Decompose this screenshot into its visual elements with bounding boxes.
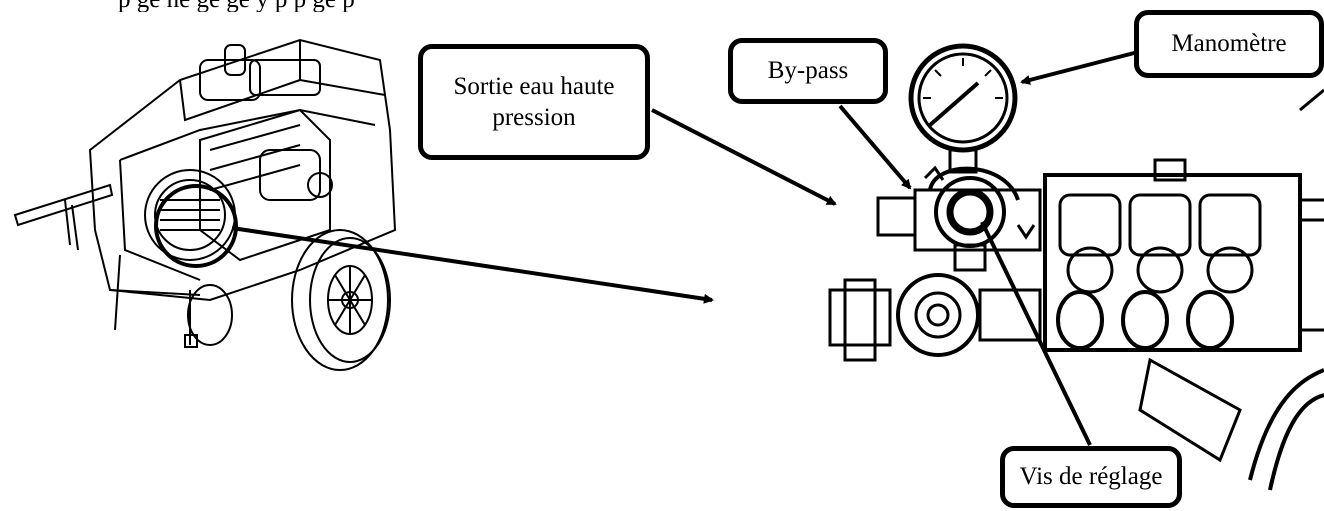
callout-by-pass-label: By-pass (767, 57, 849, 85)
leader-bypass (838, 104, 912, 190)
leader-vis (980, 221, 1092, 446)
callout-sortie-label: Sortie eau haute pression (453, 72, 615, 131)
callout-manometre-label: Manomètre (1171, 30, 1287, 58)
callout-vis-label: Vis de réglage (1019, 463, 1163, 491)
pressure-washer-machine (13, 38, 397, 371)
callout-vis-de-reglage: Vis de réglage (1000, 446, 1182, 508)
cropped-header-text: p ge ne ge ge y p p ge p (0, 0, 1324, 12)
highlight-circle (154, 184, 238, 268)
cropped-header-text-line: p ge ne ge ge y p p ge p (118, 0, 355, 12)
callout-sortie-eau-haute-pression: Sortie eau haute pression (418, 44, 650, 160)
leader-manometre (1020, 50, 1139, 85)
zoom-arrow (231, 226, 714, 304)
leader-sortie (651, 108, 837, 206)
pump-detail (828, 43, 1324, 491)
callout-manometre: Manomètre (1134, 10, 1324, 78)
callout-by-pass: By-pass (728, 38, 888, 104)
